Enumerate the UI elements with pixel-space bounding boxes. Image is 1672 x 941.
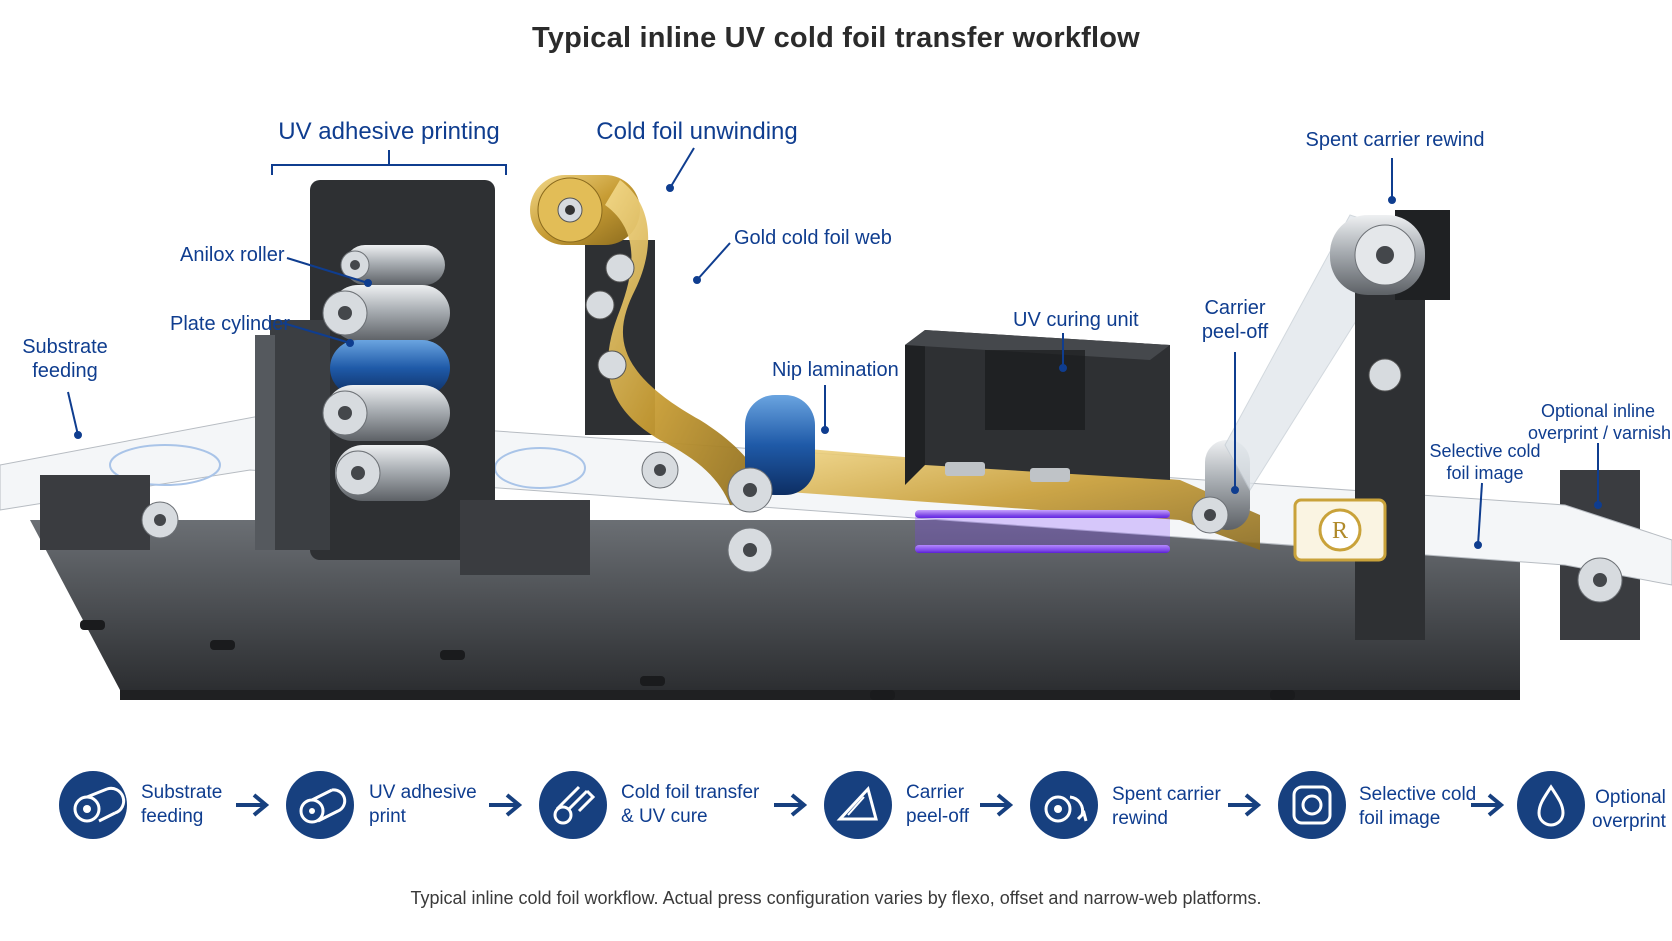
uv-curing-unit-shape [905, 330, 1170, 553]
label-optional-inline-overprint: Optional inline overprint / varnish [1528, 400, 1672, 444]
label-gold-cold-foil-web: Gold cold foil web [734, 227, 892, 249]
label-uv-curing-unit: UV curing unit [1013, 309, 1139, 331]
step-5-line2: rewind [1112, 808, 1168, 829]
step-7-label: Optional overprint [1592, 786, 1666, 834]
figure-caption: Typical inline cold foil workflow. Actua… [410, 888, 1262, 908]
label-carrier-peel-off-line1: Carrier [1204, 297, 1266, 319]
step-5-label: Spent carrier rewind [1112, 783, 1221, 831]
label-carrier-peel-off: Carrier peel-off [1185, 296, 1285, 344]
label-substrate-feeding: Substrate feeding [10, 335, 120, 383]
label-anilox-roller: Anilox roller [180, 244, 285, 266]
step-3-line2: & UV cure [621, 806, 708, 827]
label-plate-cylinder: Plate cylinder [170, 313, 291, 335]
step-7-line1: Optional [1595, 787, 1666, 808]
emblem-letter: R [1332, 518, 1348, 544]
nip-roller-shape [641, 395, 815, 573]
label-selective-cold-foil-image: Selective cold foil image [1425, 440, 1545, 484]
step-2-line1: UV adhesive [369, 782, 477, 803]
step-3-label: Cold foil transfer & UV cure [621, 781, 759, 829]
gold-laminate [760, 445, 1260, 550]
label-carrier-peel-off-line2: peel-off [1201, 321, 1269, 343]
label-selective-cold-foil-image-line1: Selective cold [1429, 441, 1541, 461]
label-substrate-feeding-line1: Substrate [22, 336, 108, 358]
foil-emblem: R [1293, 498, 1387, 562]
step-5-line1: Spent carrier [1112, 784, 1221, 805]
step-4-label: Carrier peel-off [906, 781, 969, 829]
label-nip-lamination: Nip lamination [772, 359, 899, 381]
base-platform [30, 520, 1520, 690]
page-title: Typical inline UV cold foil transfer wor… [532, 22, 1140, 54]
step-2-line2: print [369, 806, 406, 827]
step-7-line2: overprint [1592, 811, 1666, 832]
step-1-line1: Substrate [141, 782, 223, 803]
plate-cylinder-shape [322, 285, 450, 341]
label-substrate-feeding-line2: feeding [32, 360, 98, 382]
step-4-line2: peel-off [906, 806, 970, 827]
label-optional-inline-overprint-line2: overprint / varnish [1528, 423, 1672, 443]
step-1-line2: feeding [141, 806, 204, 827]
step-2-label: UV adhesive print [369, 781, 477, 829]
rewind-tower [1355, 260, 1425, 640]
label-optional-inline-overprint-line1: Optional inline [1540, 401, 1656, 421]
label-selective-cold-foil-image-line2: foil image [1446, 463, 1524, 483]
step-1-label: Substrate feeding [141, 781, 222, 829]
step-6-line1: Selective cold [1359, 784, 1477, 805]
step-6-line2: foil image [1359, 808, 1441, 829]
step-3-line1: Cold foil transfer [621, 782, 760, 803]
blue-impression-roller-shape [330, 340, 450, 396]
gold-foil-web-shape [605, 180, 770, 505]
step-6-label: Selective cold foil image [1359, 783, 1476, 831]
label-uv-adhesive-printing: UV adhesive printing [278, 118, 500, 145]
label-cold-foil-unwinding: Cold foil unwinding [596, 118, 798, 145]
label-spent-carrier-rewind: Spent carrier rewind [1305, 129, 1485, 151]
step-4-line1: Carrier [906, 782, 965, 803]
anilox-roller-shape [340, 245, 445, 285]
